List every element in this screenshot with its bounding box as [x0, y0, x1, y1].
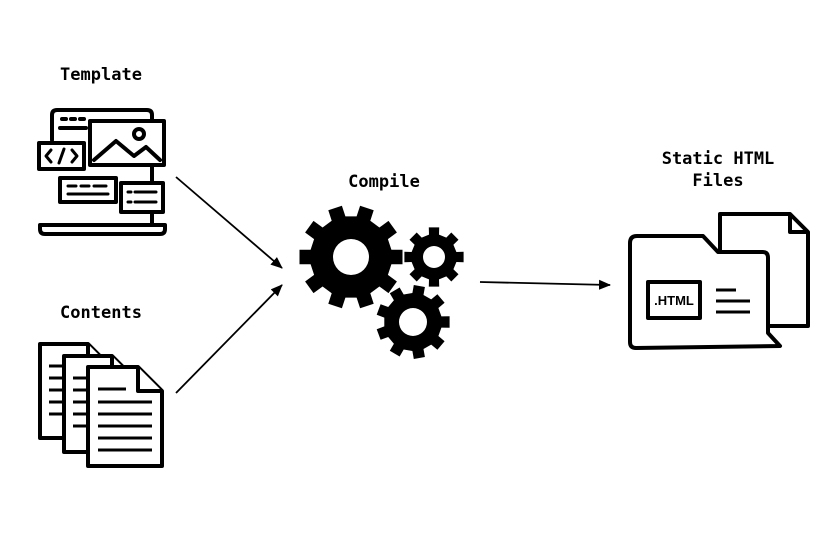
template-label: Template [60, 65, 142, 85]
arrow-template-to-compile [175, 176, 283, 269]
html-folder-icon [628, 212, 810, 350]
contents-label: Contents [60, 303, 142, 323]
output-label-line2: Files [692, 171, 744, 191]
laptop-template-icon [37, 108, 167, 236]
output-label: Static HTML Files [628, 148, 808, 192]
small-gear-icon [404, 227, 464, 287]
arrow-contents-to-compile [175, 284, 283, 394]
compile-label: Compile [348, 172, 420, 192]
medium-gear-icon [376, 285, 450, 359]
documents-stack-icon [38, 342, 164, 468]
arrow-compile-to-output [479, 279, 611, 290]
gears-icon [299, 205, 464, 359]
html-badge-text: .HTML [654, 293, 694, 308]
output-label-line1: Static HTML [661, 149, 775, 169]
large-gear-icon [299, 205, 403, 309]
